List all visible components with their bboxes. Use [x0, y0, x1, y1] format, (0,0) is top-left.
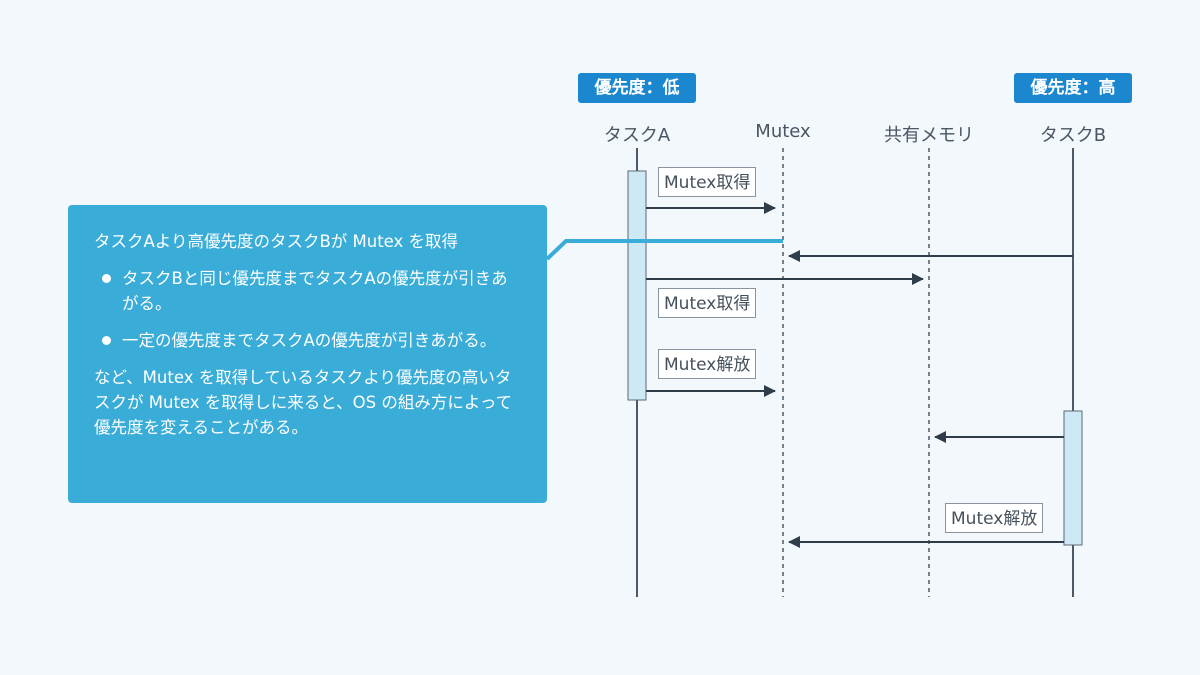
explanation-note: タスクAより高優先度のタスクBが Mutex を取得 タスクBと同じ優先度までタ…	[68, 205, 547, 503]
badge-priority-high: 優先度：高	[1014, 73, 1132, 103]
lane-label-task-a: タスクA	[603, 125, 671, 146]
message-label-b-acquire: Mutex取得	[658, 288, 757, 318]
note-bullet-list: タスクBと同じ優先度までタスクAの優先度が引きあがる。 一定の優先度までタスクA…	[94, 266, 521, 353]
note-title: タスクAより高優先度のタスクBが Mutex を取得	[94, 232, 459, 251]
note-footer-text: など、Mutex を取得しているタスクより優先度の高いタスクが Mutex を取…	[94, 368, 513, 437]
message-label-b-release: Mutex解放	[945, 503, 1044, 533]
note-bullet-item: 一定の優先度までタスクAの優先度が引きあがる。	[94, 328, 521, 353]
lane-label-mutex: Mutex	[755, 121, 811, 142]
activation-task-b	[1063, 410, 1083, 546]
badge-priority-low: 優先度：低	[578, 73, 696, 103]
message-label-a-release: Mutex解放	[658, 349, 757, 379]
note-bullet-item: タスクBと同じ優先度までタスクAの優先度が引きあがる。	[94, 266, 521, 316]
activation-task-a	[627, 170, 647, 401]
lane-label-task-b: タスクB	[1039, 125, 1107, 146]
lane-label-shared-memory: 共有メモリ	[884, 125, 974, 146]
note-connector	[545, 239, 783, 261]
message-label-a-acquire: Mutex取得	[658, 167, 757, 197]
